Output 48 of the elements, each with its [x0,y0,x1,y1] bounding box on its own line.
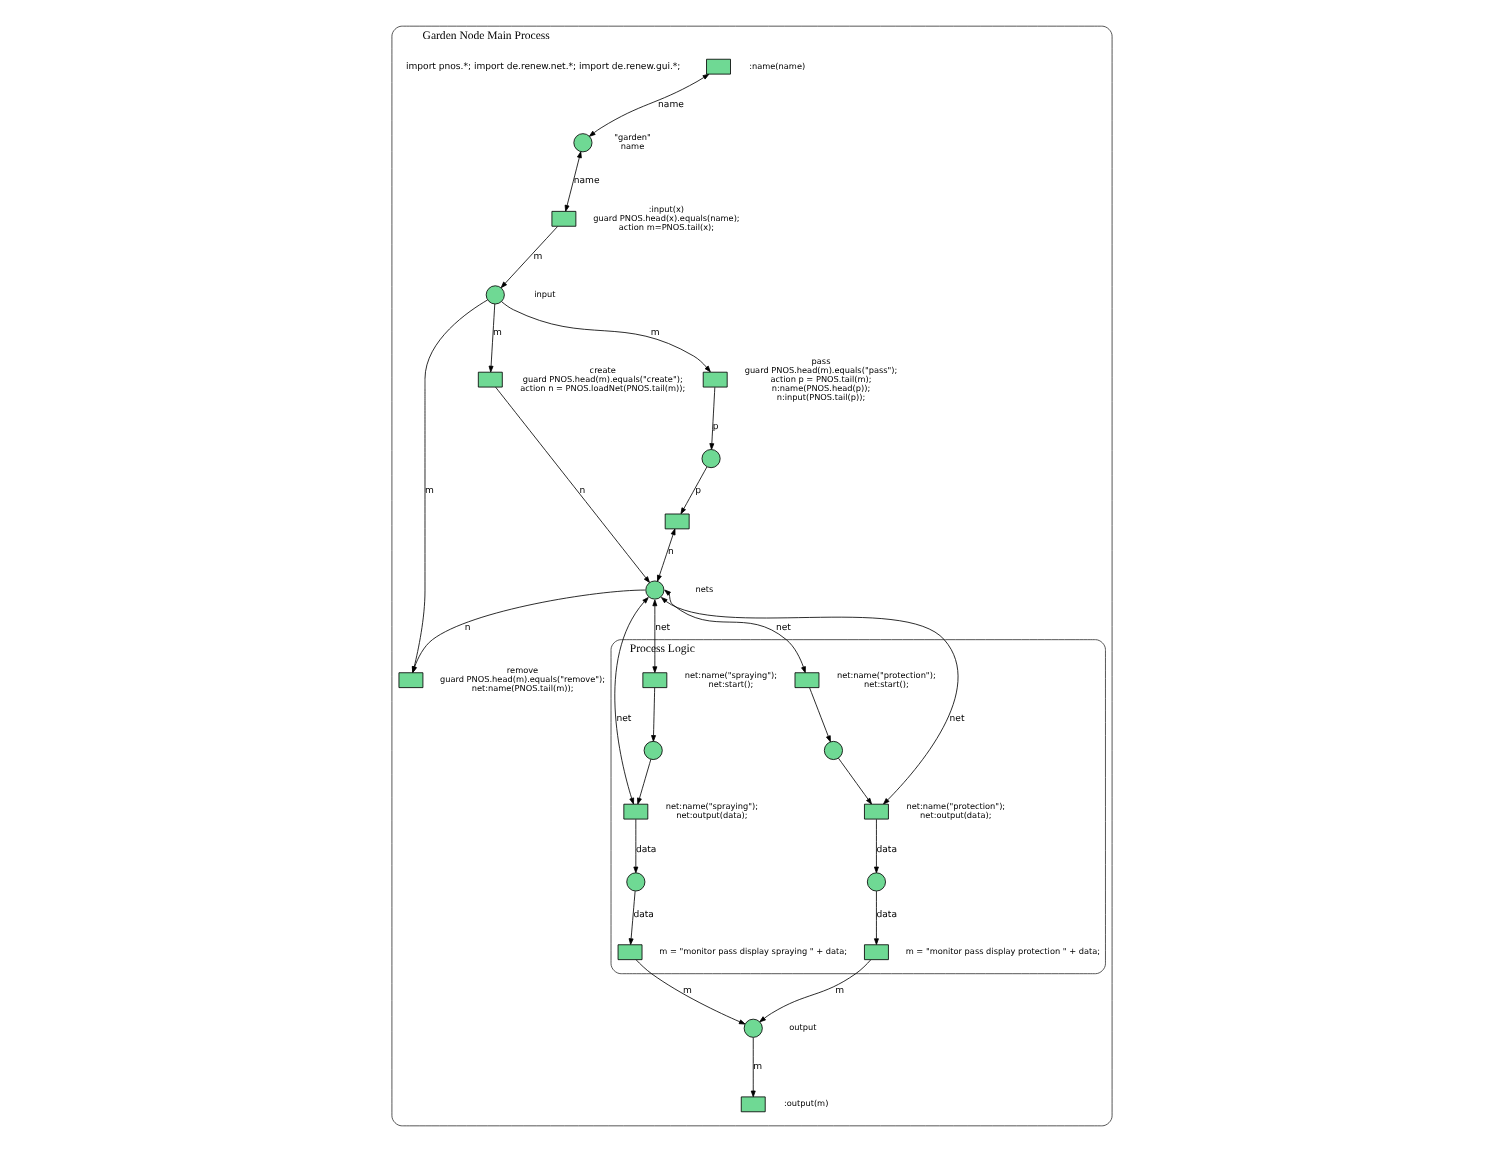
arrow [873,890,878,945]
node-circle [484,285,504,305]
arrow [660,597,958,805]
arrow [650,687,655,742]
arrow [634,959,745,1025]
node-box [863,944,888,961]
arrow [563,151,581,212]
arrow [873,818,878,874]
node-circle [642,740,662,760]
arrow [500,301,710,373]
node-box [476,371,502,388]
arrow [636,758,651,805]
arrow [656,528,675,582]
node-circle [742,1018,762,1038]
arrow [613,597,648,805]
node-box [622,803,648,820]
node-box [701,371,727,388]
node-box [616,944,642,961]
node-circle [822,740,842,760]
arrow [588,73,709,137]
arrow [663,589,805,674]
node-box [739,1096,765,1113]
node-box [397,672,423,689]
arrow [708,386,715,450]
arrow [808,687,830,743]
node-box [550,210,576,227]
arrow [679,466,707,515]
node-circle [644,580,664,600]
arrow [487,303,495,373]
node-circle [865,872,885,892]
arrow [749,1037,755,1098]
node-box [863,803,888,820]
node-circle [572,133,592,153]
arrow [632,818,638,874]
node-circle [700,449,720,469]
arrow [411,589,645,673]
node-box [641,672,667,689]
arrow [627,890,635,945]
node-box [793,672,819,689]
arrow [758,959,871,1023]
arrow [651,599,657,673]
node-box [663,513,689,530]
arrow [410,299,487,673]
arrow [499,226,557,289]
node-box [705,58,730,75]
arrow [836,757,871,805]
node-circle [625,872,645,892]
arrow [494,386,649,583]
